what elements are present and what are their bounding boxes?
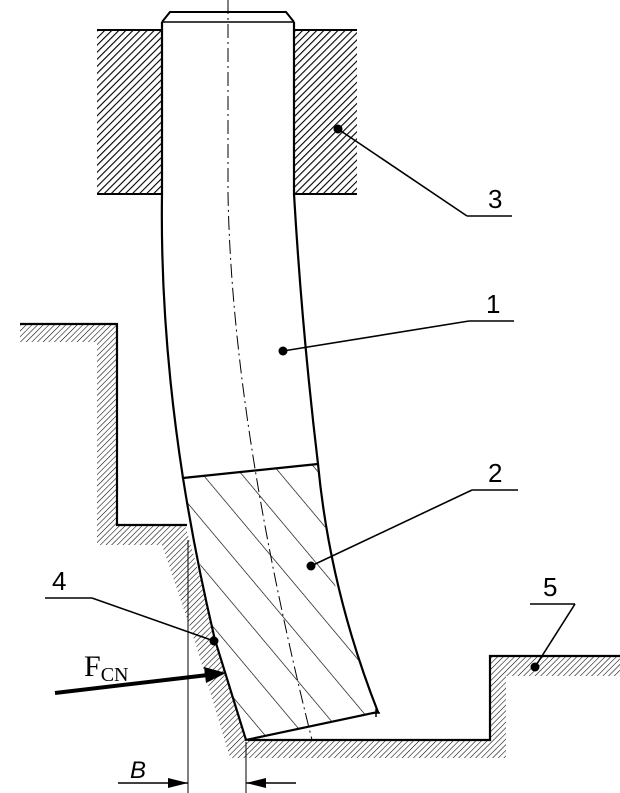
holder-block (97, 29, 357, 195)
leader-part1 (278, 320, 514, 356)
force-arrow (54, 667, 226, 695)
label-part-3: 3 (488, 184, 502, 214)
leader-part4 (45, 597, 219, 646)
tool-body (160, 11, 320, 479)
force-symbol: F (84, 650, 101, 683)
dimension-label-b: B (130, 757, 146, 784)
deflection-dimension (118, 540, 296, 793)
leader-part2 (306, 489, 518, 571)
label-part-4: 4 (52, 566, 66, 596)
label-part-5: 5 (543, 572, 557, 602)
label-part-2: 2 (488, 458, 502, 488)
leader-part5 (530, 603, 576, 672)
workpiece-hatching (20, 322, 620, 758)
force-label: FCN (84, 650, 128, 686)
label-part-1: 1 (486, 289, 500, 319)
leader-part3 (333, 124, 512, 217)
tool-centerline (227, 0, 313, 741)
force-subscript: CN (101, 664, 129, 686)
